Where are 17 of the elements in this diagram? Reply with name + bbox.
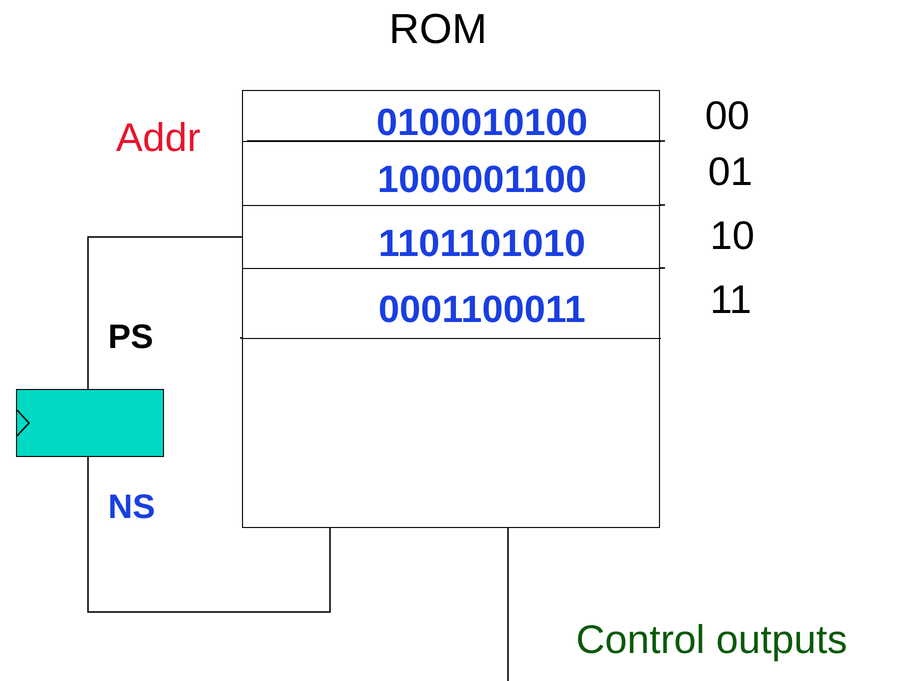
output-label: Control outputs [576, 618, 848, 662]
rom-title: ROM [389, 5, 487, 53]
address-value: 11 [710, 278, 752, 322]
memory-word: 0100010100 [376, 102, 588, 144]
memory-word: 0001100011 [378, 289, 586, 332]
state-register [16, 389, 164, 457]
edge-label: PS [108, 318, 154, 357]
address-label: Addr [116, 116, 200, 160]
edge-label: NS [108, 488, 156, 527]
memory-word: 1000001100 [377, 159, 587, 202]
address-value: 10 [710, 214, 754, 258]
connector-line [87, 236, 242, 389]
connector-line [507, 528, 509, 681]
address-value: 00 [705, 94, 750, 138]
address-value: 01 [708, 150, 752, 194]
memory-word: 1101101010 [378, 222, 586, 266]
connector-line [87, 457, 331, 613]
